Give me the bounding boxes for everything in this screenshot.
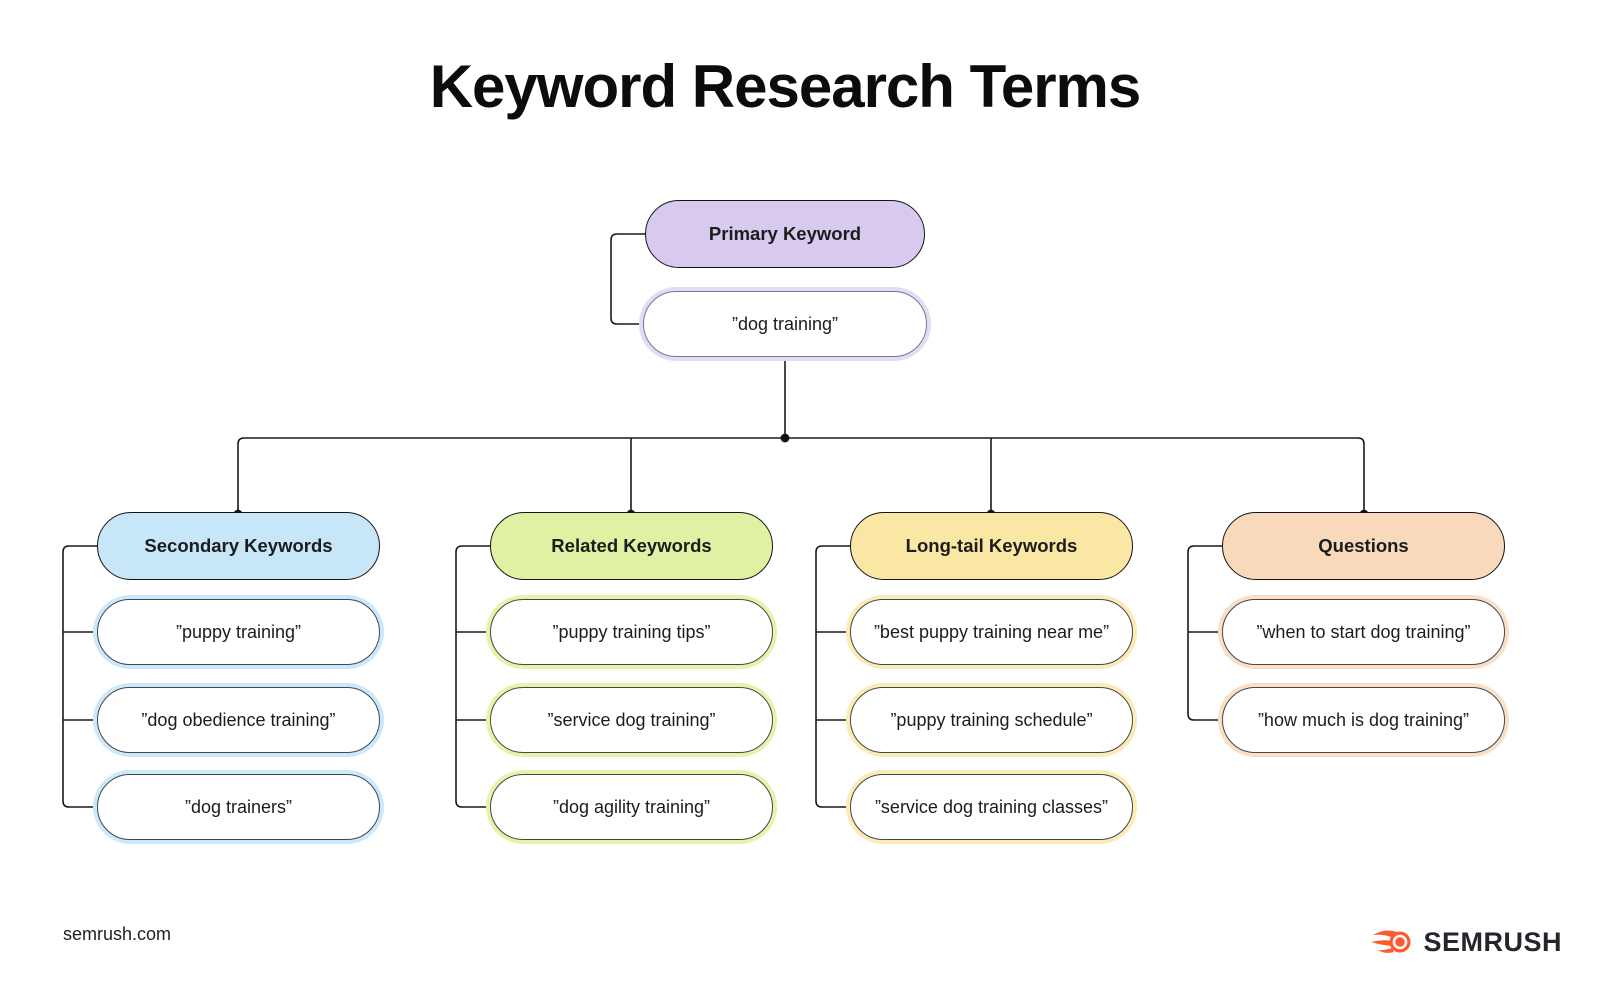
branch-label: Questions (1318, 535, 1409, 556)
semrush-comet-icon (1371, 930, 1411, 953)
connector-bus (237, 437, 1365, 512)
node-secondary-child-3: ”dog trainers” (97, 774, 380, 840)
node-secondary-child-1: ”puppy training” (97, 599, 380, 665)
keyword-label: ”when to start dog training” (1256, 621, 1471, 642)
keyword-label: ”best puppy training near me” (873, 621, 1110, 642)
node-questions-child-1: ”when to start dog training” (1222, 599, 1505, 665)
branch-label: Secondary Keywords (144, 535, 333, 556)
semrush-logo: SEMRUSH (1371, 926, 1562, 958)
connector-primary-to-example (610, 233, 645, 325)
branch-label: Long-tail Keywords (905, 535, 1078, 556)
node-primary-example: ”dog training” (643, 291, 927, 357)
node-branch-longtail-keywords: Long-tail Keywords (850, 512, 1133, 580)
keyword-label: ”puppy training schedule” (890, 709, 1093, 730)
branch-label: Related Keywords (551, 535, 712, 556)
node-related-child-1: ”puppy training tips” (490, 599, 773, 665)
node-branch-related-keywords: Related Keywords (490, 512, 773, 580)
page-title: Keyword Research Terms (429, 53, 1142, 120)
connector-trunk-secondary (62, 545, 97, 808)
node-primary-keyword-label: Primary Keyword (708, 223, 862, 244)
keyword-label: ”how much is dog training” (1257, 709, 1470, 730)
connector-trunk-related (455, 545, 490, 808)
keyword-label: ”puppy training” (175, 621, 302, 642)
node-related-child-2: ”service dog training” (490, 687, 773, 753)
keyword-label: ”dog obedience training” (141, 709, 336, 730)
node-related-child-3: ”dog agility training” (490, 774, 773, 840)
connector-trunk-longtail (815, 545, 850, 808)
node-questions-child-2: ”how much is dog training” (1222, 687, 1505, 753)
node-longtail-child-2: ”puppy training schedule” (850, 687, 1133, 753)
node-longtail-child-1: ”best puppy training near me” (850, 599, 1133, 665)
node-branch-secondary-keywords: Secondary Keywords (97, 512, 380, 580)
node-secondary-child-2: ”dog obedience training” (97, 687, 380, 753)
connector-dot (780, 433, 790, 443)
keyword-label: ”service dog training” (547, 709, 716, 730)
keyword-label: ”service dog training classes” (874, 796, 1109, 817)
node-primary-keyword: Primary Keyword (645, 200, 925, 268)
node-branch-questions: Questions (1222, 512, 1505, 580)
keyword-label: ”dog agility training” (552, 796, 711, 817)
keyword-label: ”puppy training tips” (552, 621, 711, 642)
keyword-label: ”dog trainers” (184, 796, 293, 817)
node-longtail-child-3: ”service dog training classes” (850, 774, 1133, 840)
semrush-logo-text: SEMRUSH (1423, 926, 1562, 957)
node-primary-example-label: ”dog training” (731, 313, 839, 334)
footer-site-url: semrush.com (63, 924, 172, 944)
connector-trunk-questions (1187, 545, 1222, 721)
